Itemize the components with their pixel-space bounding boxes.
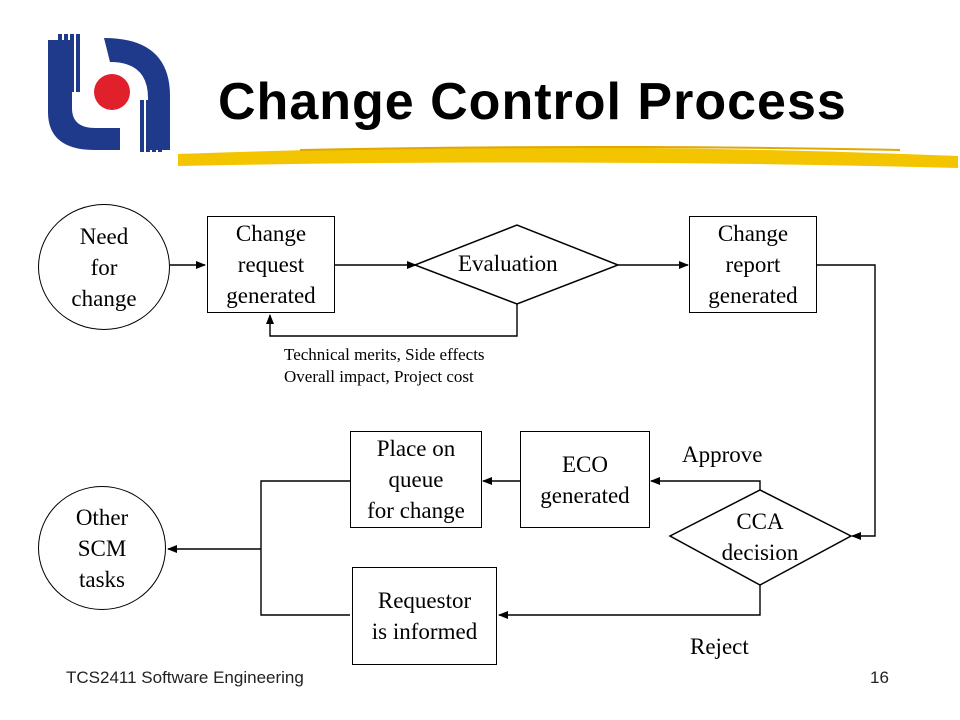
footer-course: TCS2411 Software Engineering — [66, 668, 304, 687]
reject-label: Reject — [690, 634, 749, 659]
requestor-informed-label: Requestor is informed — [371, 588, 478, 644]
other-scm-tasks-node: Other SCM tasks — [38, 486, 166, 610]
eco-generated-label: ECO generated — [540, 451, 630, 508]
evaluation-label: Evaluation — [458, 251, 558, 276]
cca-decision-label: CCA decision — [721, 509, 799, 565]
cca-decision-diamond — [668, 489, 853, 586]
page-title: Change Control Process — [218, 73, 847, 131]
approve-label: Approve — [682, 442, 763, 467]
need-for-change-label: Need for change — [71, 223, 137, 311]
requestor-informed-node: Requestor is informed — [352, 567, 497, 665]
change-request-label: Change request generated — [226, 221, 316, 308]
arrow-cca-to-eco — [650, 477, 761, 490]
cca-decision-text: CCA decision — [700, 505, 820, 569]
footer-page-number: 16 — [870, 668, 889, 687]
arrow-evaluation-feedback — [266, 303, 518, 337]
place-on-queue-node: Place on queue for change — [350, 431, 482, 528]
other-scm-tasks-label: Other SCM tasks — [75, 504, 129, 592]
arrow-cca-to-requestor — [498, 585, 761, 619]
need-for-change-node: Need for change — [38, 204, 170, 330]
change-report-label: Change report generated — [708, 221, 798, 308]
evaluation-diamond — [412, 224, 621, 305]
eco-generated-node: ECO generated — [520, 431, 650, 528]
change-request-node: Change request generated — [207, 216, 335, 313]
arrow-report-to-cca — [817, 264, 876, 540]
arrow-to-other-scm — [260, 480, 350, 616]
evaluation-criteria-note: Technical merits, Side effects Overall i… — [284, 345, 485, 386]
change-report-node: Change report generated — [689, 216, 817, 313]
place-on-queue-label: Place on queue for change — [367, 436, 465, 523]
